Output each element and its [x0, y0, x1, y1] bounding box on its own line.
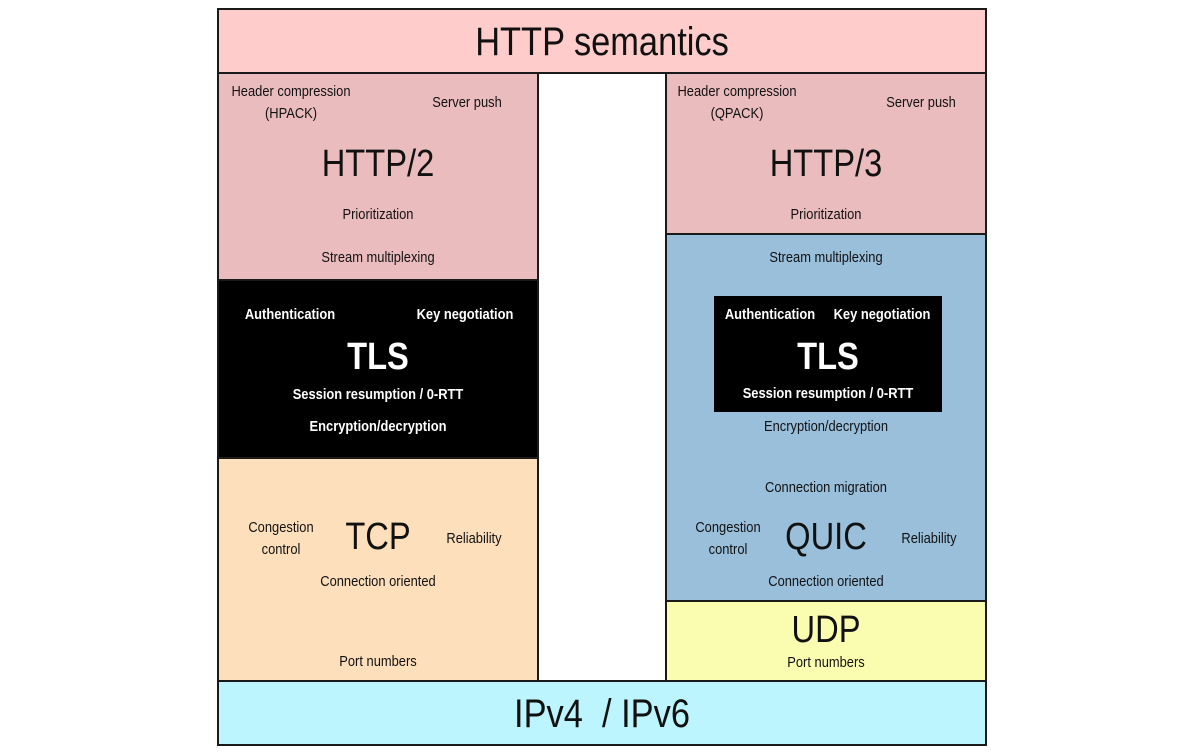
tls-layer-left: Authentication Key negotiation TLS Sessi…: [217, 279, 539, 459]
http-semantics-title: HTTP semantics: [475, 20, 729, 64]
quic-encryption-label: Encryption/decryption: [763, 418, 889, 435]
tls-left-authentication-label: Authentication: [244, 306, 336, 323]
tls-right-title: TLS: [797, 336, 859, 378]
tls-left-session-resumption-label: Session resumption / 0-RTT: [292, 386, 464, 403]
quic-stream-multiplexing-label: Stream multiplexing: [769, 249, 883, 266]
tcp-congestion-label-line1: Congestion: [248, 519, 314, 536]
ip-layer: IPv4 / IPv6: [217, 680, 987, 746]
tcp-reliability-label: Reliability: [446, 530, 502, 547]
tls-right-key-negotiation-label: Key negotiation: [833, 306, 931, 323]
http2-header-compression-label: Header compression: [231, 83, 351, 100]
quic-layer: Stream multiplexing Authentication Key n…: [665, 233, 987, 602]
quic-congestion-label-line2: control: [708, 541, 748, 558]
http3-layer: Header compression (QPACK) Server push H…: [665, 72, 987, 235]
http2-stream-multiplexing-label: Stream multiplexing: [321, 249, 435, 266]
quic-congestion-label-line1: Congestion: [695, 519, 761, 536]
http2-prioritization-label: Prioritization: [342, 206, 414, 223]
tls-layer-right: Authentication Key negotiation TLS Sessi…: [714, 296, 942, 412]
http3-header-compression-label: Header compression: [677, 83, 797, 100]
tls-left-key-negotiation-label: Key negotiation: [416, 306, 514, 323]
http3-title: HTTP/3: [769, 143, 883, 185]
tcp-port-numbers-label: Port numbers: [339, 653, 417, 670]
http2-hpack-label: (HPACK): [264, 105, 318, 122]
quic-title: QUIC: [785, 516, 867, 558]
tls-left-encryption-label: Encryption/decryption: [309, 418, 447, 435]
udp-port-numbers-label: Port numbers: [787, 654, 865, 671]
tcp-connection-oriented-label: Connection oriented: [320, 573, 436, 590]
http3-prioritization-label: Prioritization: [790, 206, 862, 223]
http2-layer: Header compression (HPACK) Server push H…: [217, 72, 539, 281]
quic-reliability-label: Reliability: [901, 530, 957, 547]
http3-server-push-label: Server push: [886, 94, 956, 111]
tcp-layer: Congestion control TCP Reliability Conne…: [217, 457, 539, 682]
http3-qpack-label: (QPACK): [710, 105, 764, 122]
tls-right-session-resumption-label: Session resumption / 0-RTT: [742, 385, 914, 402]
quic-connection-oriented-label: Connection oriented: [768, 573, 884, 590]
udp-layer: UDP Port numbers: [665, 600, 987, 682]
ip-title: IPv4 / IPv6: [514, 692, 690, 736]
http2-server-push-label: Server push: [432, 94, 502, 111]
udp-title: UDP: [791, 609, 861, 651]
tcp-congestion-label-line2: control: [261, 541, 301, 558]
http2-title: HTTP/2: [321, 143, 435, 185]
tcp-title: TCP: [345, 516, 411, 558]
tls-right-authentication-label: Authentication: [724, 306, 816, 323]
quic-connection-migration-label: Connection migration: [765, 479, 887, 496]
tls-left-title: TLS: [347, 336, 409, 378]
http-semantics-layer: HTTP semantics: [217, 8, 987, 74]
